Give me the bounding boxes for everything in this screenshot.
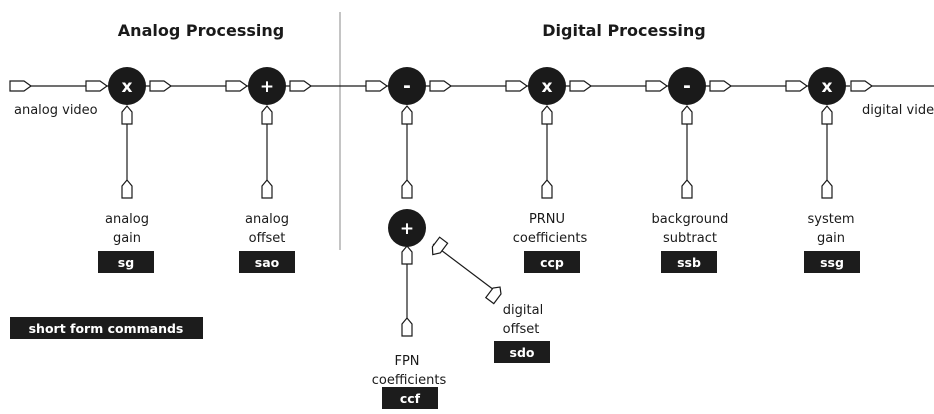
analog-processing-heading: Analog Processing [118, 21, 284, 40]
subtract-symbol: - [403, 75, 411, 97]
control-wires [126, 118, 828, 324]
system-gain-label-line2: gain [817, 231, 845, 246]
node-system-gain: x [808, 67, 846, 105]
digital-offset-label-line1: digital [503, 303, 543, 318]
command-box-sdo: sdo [494, 341, 550, 363]
fpn-label-line1: FPN [394, 354, 419, 369]
analog-offset-label-line2: offset [249, 231, 286, 246]
node-background-subtract: - [668, 67, 706, 105]
output-label: digital video [862, 103, 934, 118]
command-box-ssb: ssb [661, 251, 717, 273]
background-label-line2: subtract [663, 231, 717, 246]
background-label-line1: background [652, 212, 729, 227]
wire-ports [9, 80, 874, 337]
legend-short-form-commands: short form commands [10, 317, 203, 339]
node-prnu: x [528, 67, 566, 105]
add-symbol: + [400, 219, 414, 239]
analog-offset-label-line1: analog [245, 212, 289, 227]
command-text: ssg [820, 255, 844, 270]
node-analog-offset: + [248, 67, 286, 105]
command-text: ssb [677, 255, 701, 270]
command-box-sao: sao [239, 251, 295, 273]
digital-processing-heading: Digital Processing [542, 21, 706, 40]
multiply-symbol: x [542, 77, 553, 97]
legend-text: short form commands [29, 321, 184, 336]
subtract-symbol: - [683, 75, 691, 97]
digital-offset-label-line2: offset [503, 322, 540, 337]
command-text: sao [255, 255, 280, 270]
node-fpn-add: + [388, 209, 426, 247]
node-fpn-subtract: - [388, 67, 426, 105]
fpn-label-line2: coefficients [372, 373, 447, 388]
system-gain-label-line1: system [808, 212, 855, 227]
analog-gain-label-line2: gain [113, 231, 141, 246]
command-text: sdo [510, 345, 535, 360]
prnu-label-line2: coefficients [513, 231, 588, 246]
command-box-ccf: ccf [382, 387, 438, 409]
add-symbol: + [260, 77, 274, 97]
command-text: ccp [540, 255, 564, 270]
node-analog-gain: x [108, 67, 146, 105]
input-label: analog video [14, 103, 98, 118]
command-box-ccp: ccp [524, 251, 580, 273]
command-box-ssg: ssg [804, 251, 860, 273]
multiply-symbol: x [822, 77, 833, 97]
command-text: ccf [400, 391, 421, 406]
analog-gain-label-line1: analog [105, 212, 149, 227]
multiply-symbol: x [122, 77, 133, 97]
command-box-sg: sg [98, 251, 154, 273]
prnu-label-line1: PRNU [529, 212, 565, 227]
command-text: sg [118, 255, 134, 270]
